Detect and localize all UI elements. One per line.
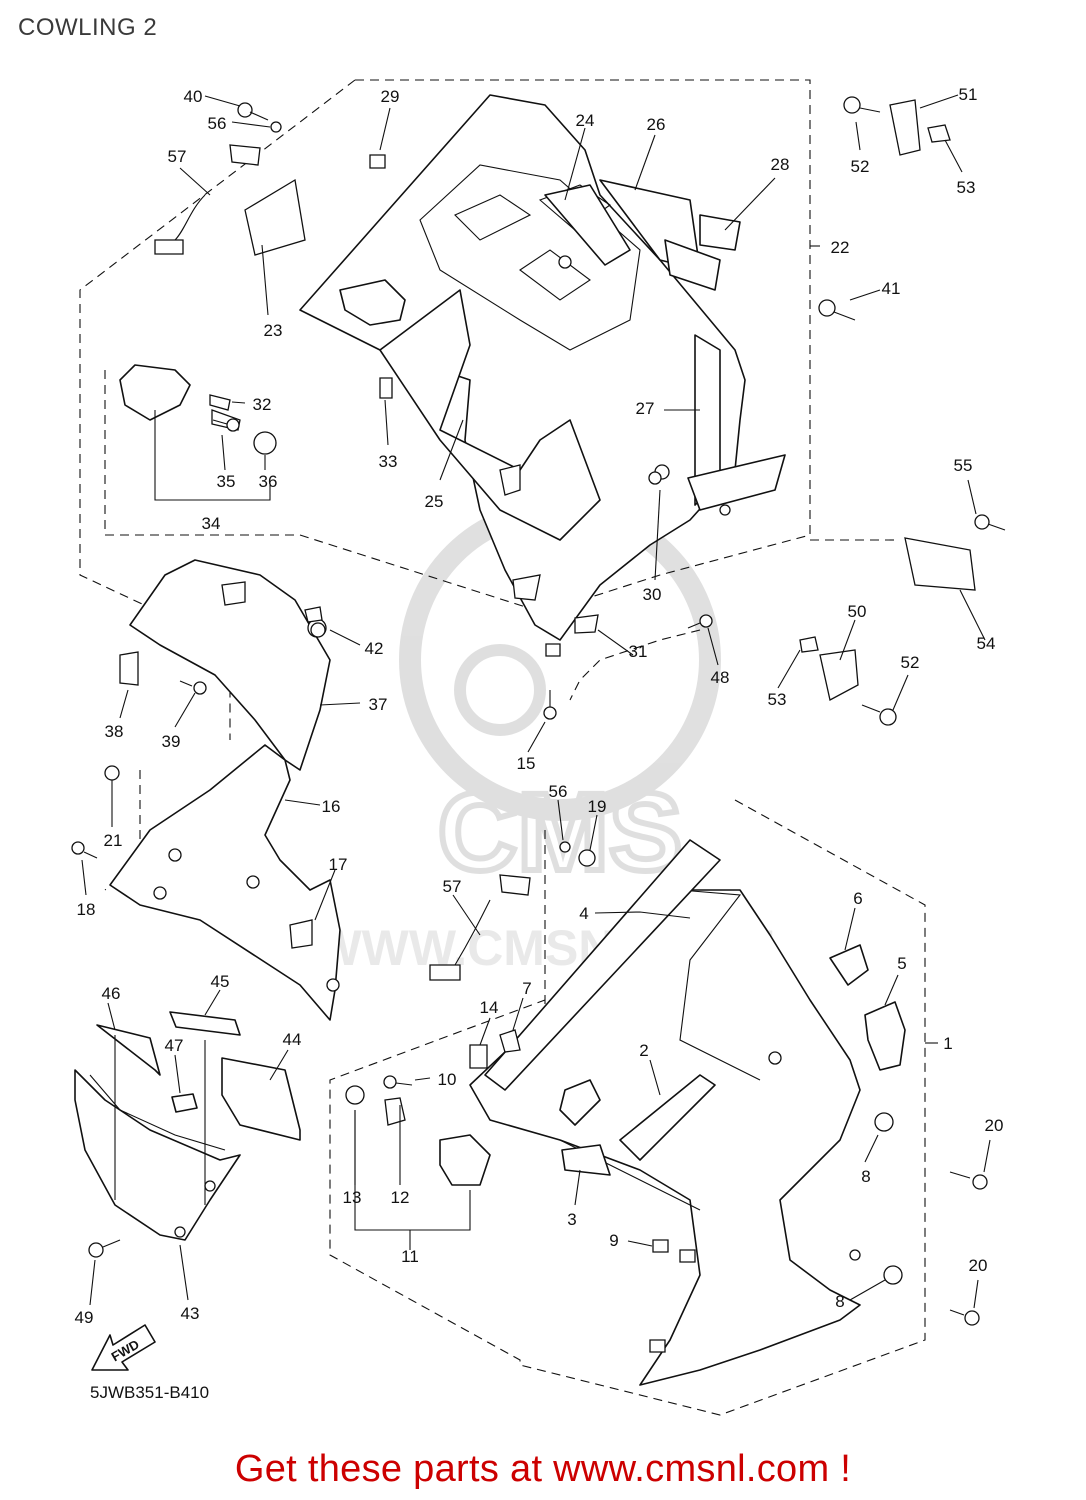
callout-8-upper: 8 (861, 1167, 870, 1186)
callout-36: 36 (259, 472, 278, 491)
callout-5: 5 (897, 954, 906, 973)
callout-37: 37 (369, 695, 388, 714)
callout-53-upper: 53 (957, 178, 976, 197)
watermark-brand: CMS (438, 771, 682, 894)
promo-link[interactable]: Get these parts at www.cmsnl.com ! (234, 1448, 852, 1490)
callout-19: 19 (588, 797, 607, 816)
callout-13: 13 (343, 1188, 362, 1207)
callout-29: 29 (381, 87, 400, 106)
leader-lines (81, 94, 991, 1309)
callout-55: 55 (954, 456, 973, 475)
callout-49: 49 (75, 1308, 94, 1327)
page-title: COWLING 2 (18, 14, 158, 41)
callout-57-upper: 57 (168, 147, 187, 166)
callout-30: 30 (643, 585, 662, 604)
callout-16: 16 (322, 797, 341, 816)
callout-15: 15 (517, 754, 536, 773)
callout-labels: 1 2 3 4 5 6 7 8 8 9 10 11 12 13 14 15 16… (75, 85, 1004, 1327)
callout-17: 17 (329, 855, 348, 874)
callout-8-lower: 8 (835, 1292, 844, 1311)
callout-54: 54 (977, 634, 996, 653)
callout-23: 23 (264, 321, 283, 340)
upper-cowling (299, 94, 786, 657)
callout-56-lower: 56 (549, 782, 568, 801)
inner-panel-37 (129, 559, 331, 771)
callout-42: 42 (365, 639, 384, 658)
callout-24: 24 (576, 111, 595, 130)
callout-33: 33 (379, 452, 398, 471)
callout-27: 27 (636, 399, 655, 418)
callout-45: 45 (211, 972, 230, 991)
small-components (119, 99, 976, 1186)
callout-20-lower: 20 (969, 1256, 988, 1275)
callout-38: 38 (105, 722, 124, 741)
callout-21: 21 (104, 831, 123, 850)
callout-10: 10 (438, 1070, 457, 1089)
callout-9: 9 (609, 1231, 618, 1250)
callout-18: 18 (77, 900, 96, 919)
callout-26: 26 (647, 115, 666, 134)
callout-44: 44 (283, 1030, 302, 1049)
callout-2: 2 (639, 1041, 648, 1060)
callout-22: 22 (831, 238, 850, 257)
under-cover-43 (74, 1011, 301, 1241)
callout-39: 39 (162, 732, 181, 751)
callout-46: 46 (102, 984, 121, 1003)
side-cover-16 (109, 744, 341, 1021)
callout-43: 43 (181, 1304, 200, 1323)
callout-6: 6 (853, 889, 862, 908)
callout-52-lower: 52 (901, 653, 920, 672)
callout-41: 41 (882, 279, 901, 298)
callout-20-upper: 20 (985, 1116, 1004, 1135)
diagram-code: 5JWB351-B410 (90, 1383, 210, 1402)
forward-arrow: FWD (91, 1324, 156, 1371)
callout-35: 35 (217, 472, 236, 491)
lower-cowling-1 (469, 839, 906, 1386)
callout-14: 14 (480, 998, 499, 1017)
callout-51: 51 (959, 85, 978, 104)
callout-48: 48 (711, 668, 730, 687)
callout-56-upper: 56 (208, 114, 227, 133)
callout-34: 34 (202, 514, 221, 533)
callout-40: 40 (184, 87, 203, 106)
callout-28: 28 (771, 155, 790, 174)
callout-31: 31 (629, 642, 648, 661)
callout-4: 4 (579, 904, 588, 923)
fasteners (71, 96, 1006, 1326)
callout-50: 50 (848, 602, 867, 621)
callout-1: 1 (943, 1034, 952, 1053)
callout-52-upper: 52 (851, 157, 870, 176)
callout-7: 7 (522, 979, 531, 998)
callout-47: 47 (165, 1036, 184, 1055)
callout-11: 11 (401, 1247, 419, 1266)
callout-3: 3 (567, 1210, 576, 1229)
callout-12: 12 (391, 1188, 410, 1207)
callout-25: 25 (425, 492, 444, 511)
callout-53-lower: 53 (768, 690, 787, 709)
callout-57-lower: 57 (443, 877, 462, 896)
callout-32: 32 (253, 395, 272, 414)
